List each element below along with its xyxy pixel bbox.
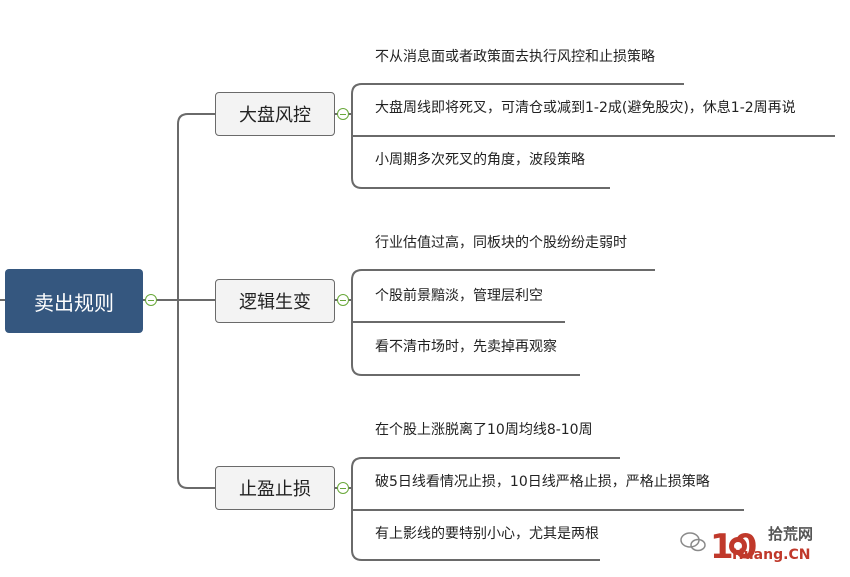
collapse-toggle-icon[interactable]	[337, 294, 349, 306]
branch-market-risk[interactable]: 大盘风控	[215, 92, 335, 136]
leaf-topic[interactable]: 在个股上涨脱离了10周均线8-10周	[375, 422, 593, 438]
root-topic-label: 卖出规则	[34, 290, 114, 315]
branch-label: 大盘风控	[239, 105, 311, 126]
watermark-brand: 拾荒网	[768, 525, 814, 543]
branch-label: 止盈止损	[239, 479, 311, 500]
collapse-toggle-icon[interactable]	[337, 482, 349, 494]
watermark-logo-icon: 10	[680, 527, 757, 567]
collapse-toggle-icon[interactable]	[337, 108, 349, 120]
collapse-toggle-icon[interactable]	[145, 294, 157, 306]
leaf-topic[interactable]: 有上影线的要特别小心，尤其是两根	[375, 526, 599, 542]
watermark: 10	[678, 518, 843, 568]
leaf-topic[interactable]: 行业估值过高，同板块的个股纷纷走弱时	[375, 235, 627, 251]
leaf-topic[interactable]: 不从消息面或者政策面去执行风控和止损策略	[375, 49, 655, 65]
leaf-topic[interactable]: 看不清市场时，先卖掉再观察	[375, 339, 557, 355]
watermark-domain: Huang.CN	[732, 547, 811, 563]
leaf-topic[interactable]: 个股前景黯淡，管理层利空	[375, 288, 543, 304]
branch-take-profit-stop-loss[interactable]: 止盈止损	[215, 466, 335, 510]
root-topic[interactable]: 卖出规则	[5, 269, 143, 333]
leaf-topic[interactable]: 破5日线看情况止损，10日线严格止损，严格止损策略	[375, 474, 710, 490]
branch-label: 逻辑生变	[239, 292, 311, 313]
leaf-topic[interactable]: 小周期多次死叉的角度，波段策略	[375, 152, 585, 168]
leaf-topic[interactable]: 大盘周线即将死叉，可清仓或减到1-2成(避免股灾)，休息1-2周再说	[375, 100, 796, 116]
branch-logic-change[interactable]: 逻辑生变	[215, 279, 335, 323]
